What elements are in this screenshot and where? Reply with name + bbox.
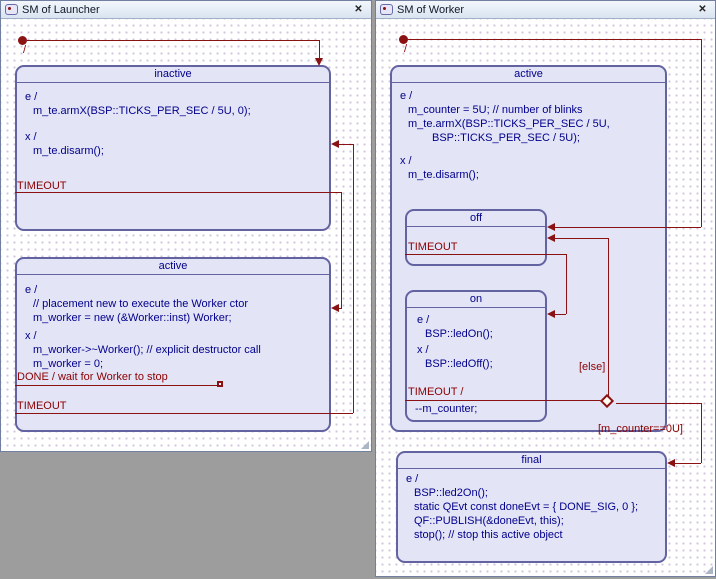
exit-action-label: x /	[400, 155, 412, 167]
timeout-transition-line[interactable]	[353, 144, 354, 413]
zero-guard-line[interactable]	[616, 403, 701, 404]
arrowhead-icon	[547, 223, 555, 231]
state-name: final	[398, 453, 665, 469]
transition-action-code: --m_counter;	[415, 403, 477, 415]
initial-transition-line[interactable]	[555, 227, 701, 228]
initial-transition-line[interactable]	[319, 40, 320, 60]
entry-action-label: e /	[417, 314, 429, 326]
entry-action-label: e /	[25, 91, 37, 103]
close-icon: ✕	[698, 4, 706, 15]
timeout-transition-line[interactable]	[405, 400, 602, 401]
timeout-transition-line[interactable]	[566, 254, 567, 314]
transition-endpoint-square[interactable]	[217, 381, 223, 387]
arrowhead-icon	[547, 234, 555, 242]
done-transition-line[interactable]	[15, 385, 217, 386]
entry-action-comment: // placement new to execute the Worker c…	[33, 298, 248, 310]
arrowhead-icon	[331, 304, 339, 312]
initial-transition-line[interactable]	[701, 39, 702, 227]
close-button[interactable]: ✕	[694, 3, 711, 17]
exit-action-label: x /	[417, 344, 429, 356]
diagram-canvas-worker[interactable]: active e / m_counter = 5U; // number of …	[376, 19, 715, 576]
titlebar-worker[interactable]: SM of Worker ✕	[376, 1, 715, 19]
entry-action-code: m_te.armX(BSP::TICKS_PER_SEC / 5U, 0);	[33, 105, 251, 117]
exit-action-code: BSP::ledOff();	[425, 358, 493, 370]
else-guard-line[interactable]	[555, 238, 608, 239]
initial-transition-line[interactable]	[27, 40, 319, 41]
state-name: active	[392, 67, 665, 83]
zero-guard-line[interactable]	[675, 463, 701, 464]
timeout-transition-line[interactable]	[405, 254, 566, 255]
done-transition-label[interactable]: DONE / wait for Worker to stop	[17, 371, 168, 383]
arrowhead-icon	[331, 140, 339, 148]
diagram-canvas-launcher[interactable]: inactive e / m_te.armX(BSP::TICKS_PER_SE…	[1, 19, 371, 451]
state-name: active	[17, 259, 329, 275]
state-final[interactable]: final e / BSP::led2On(); static QEvt con…	[396, 451, 667, 563]
initial-transition-line[interactable]	[408, 39, 701, 40]
entry-action-code: BSP::ledOn();	[425, 328, 493, 340]
exit-action-code: m_worker->~Worker(); // explicit destruc…	[33, 344, 261, 356]
resize-grip[interactable]	[705, 566, 713, 574]
arrowhead-icon	[667, 459, 675, 467]
entry-action-code: BSP::led2On();	[414, 487, 488, 499]
state-off[interactable]: off	[405, 209, 547, 266]
window-sm-of-launcher: SM of Launcher ✕ inactive e / m_te.armX(…	[0, 0, 372, 452]
timeout-transition-label[interactable]: TIMEOUT	[17, 180, 67, 192]
exit-action-label: x /	[25, 330, 37, 342]
entry-action-code: QF::PUBLISH(&doneEvt, this);	[414, 515, 564, 527]
state-name: off	[407, 211, 545, 227]
state-inactive[interactable]: inactive e / m_te.armX(BSP::TICKS_PER_SE…	[15, 65, 331, 231]
entry-action-code: m_counter = 5U; // number of blinks	[408, 104, 583, 116]
timeout-transition-label[interactable]: TIMEOUT	[408, 241, 458, 253]
entry-action-code: BSP::TICKS_PER_SEC / 5U);	[432, 132, 580, 144]
exit-action-code: m_worker = 0;	[33, 358, 103, 370]
timeout-transition-line[interactable]	[555, 314, 566, 315]
exit-action-code: m_te.disarm();	[408, 169, 479, 181]
state-name: inactive	[17, 67, 329, 83]
entry-action-label: e /	[406, 473, 418, 485]
entry-action-label: e /	[25, 284, 37, 296]
zero-guard-label[interactable]: [m_counter==0U]	[598, 423, 683, 435]
arrowhead-icon	[315, 58, 323, 66]
timeout-transition-line[interactable]	[338, 144, 353, 145]
timeout-transition-label[interactable]: TIMEOUT /	[408, 386, 463, 398]
arrowhead-icon	[547, 310, 555, 318]
entry-action-code: stop(); // stop this active object	[414, 529, 563, 541]
timeout-transition-line[interactable]	[15, 192, 341, 193]
zero-guard-line[interactable]	[701, 403, 702, 463]
entry-action-code: m_worker = new (&Worker::inst) Worker;	[33, 312, 232, 324]
close-icon: ✕	[354, 4, 362, 15]
statechart-window-icon[interactable]	[380, 4, 393, 15]
entry-action-code: static QEvt const doneEvt = { DONE_SIG, …	[414, 501, 638, 513]
window-title: SM of Launcher	[22, 4, 100, 16]
exit-action-label: x /	[25, 131, 37, 143]
initial-transition-label[interactable]: /	[23, 44, 26, 56]
timeout-transition-label[interactable]: TIMEOUT	[17, 400, 67, 412]
resize-grip[interactable]	[361, 441, 369, 449]
else-guard-label[interactable]: [else]	[579, 361, 605, 373]
entry-action-label: e /	[400, 90, 412, 102]
titlebar-launcher[interactable]: SM of Launcher ✕	[1, 1, 371, 19]
timeout-transition-line[interactable]	[15, 413, 353, 414]
window-sm-of-worker: SM of Worker ✕ active e / m_counter = 5U…	[375, 0, 716, 577]
state-name: on	[407, 292, 545, 308]
else-guard-line[interactable]	[608, 238, 609, 396]
entry-action-code: m_te.armX(BSP::TICKS_PER_SEC / 5U,	[408, 118, 610, 130]
statechart-window-icon[interactable]	[5, 4, 18, 15]
initial-transition-label[interactable]: /	[404, 43, 407, 55]
timeout-transition-line[interactable]	[341, 192, 342, 309]
exit-action-code: m_te.disarm();	[33, 145, 104, 157]
window-title: SM of Worker	[397, 4, 464, 16]
close-button[interactable]: ✕	[350, 3, 367, 17]
